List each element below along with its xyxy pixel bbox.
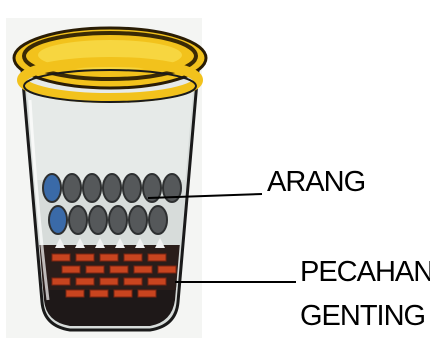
tile-fragment	[123, 277, 143, 286]
tile-fragment	[51, 277, 71, 286]
tile-fragment	[113, 289, 133, 298]
label-genting: GENTING	[300, 300, 426, 332]
tile-fragment	[147, 253, 167, 262]
pebble	[135, 238, 145, 248]
charcoal-lump	[42, 173, 62, 203]
tile-fragment	[89, 289, 109, 298]
tile-fragment	[61, 265, 81, 274]
glare	[28, 99, 50, 301]
tile-fragment	[123, 253, 143, 262]
charcoal-lump	[48, 205, 68, 235]
arang-leader-line	[147, 193, 263, 199]
tile-fragment	[109, 265, 129, 274]
tile-fragments-layer	[51, 253, 177, 298]
charcoal-lump	[62, 173, 82, 203]
cup-rim-band	[17, 57, 203, 103]
pebble	[115, 238, 125, 248]
tile-fragment	[133, 265, 153, 274]
tile-fragment	[157, 265, 177, 274]
charcoal-lump	[68, 205, 88, 235]
pebble	[95, 238, 105, 248]
charcoal-layer	[42, 173, 182, 248]
tile-fragment	[99, 253, 119, 262]
tile-fragment	[137, 289, 157, 298]
charcoal-lump	[82, 173, 102, 203]
cup-rim-inner	[22, 31, 198, 81]
charcoal-lump	[88, 205, 108, 235]
tile-fragment	[99, 277, 119, 286]
charcoal-lump	[108, 205, 128, 235]
pebble	[155, 238, 165, 248]
charcoal-lump	[162, 173, 182, 203]
label-arang: ARANG	[267, 166, 366, 198]
charcoal-lump	[128, 205, 148, 235]
tile-fragment	[51, 253, 71, 262]
tile-fragment	[75, 253, 95, 262]
tile-fragment	[85, 265, 105, 274]
tile-fragment	[75, 277, 95, 286]
tile-fragment	[147, 277, 167, 286]
charcoal-lump	[148, 205, 168, 235]
charcoal-lump	[142, 173, 162, 203]
label-pecahan: PECAHAN	[300, 256, 430, 288]
charcoal-lump	[122, 173, 142, 203]
tile-fragment	[65, 289, 85, 298]
charcoal-lump	[102, 173, 122, 203]
pebble	[55, 238, 65, 248]
pebble	[75, 238, 85, 248]
